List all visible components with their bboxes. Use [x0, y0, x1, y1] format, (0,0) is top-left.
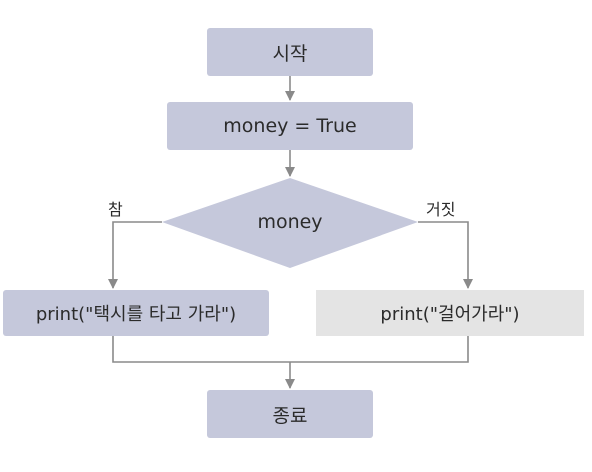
end-node: 종료: [207, 390, 373, 438]
arrow-decision-to-false-branch: [418, 221, 473, 289]
false-branch-label: 거짓: [426, 200, 456, 219]
decision-label: money: [257, 211, 323, 233]
start-node: 시작: [207, 28, 373, 76]
merge-line: [112, 336, 469, 363]
decision-diamond: [162, 178, 418, 268]
arrow-decision-to-true-branch: [108, 221, 162, 289]
true-action-node: print("택시를 타고 가라"): [3, 290, 269, 336]
false-action-node: print("걸어가라"): [316, 290, 584, 336]
true-branch-label: 참: [108, 200, 123, 219]
assign-node: money = True: [167, 102, 413, 150]
